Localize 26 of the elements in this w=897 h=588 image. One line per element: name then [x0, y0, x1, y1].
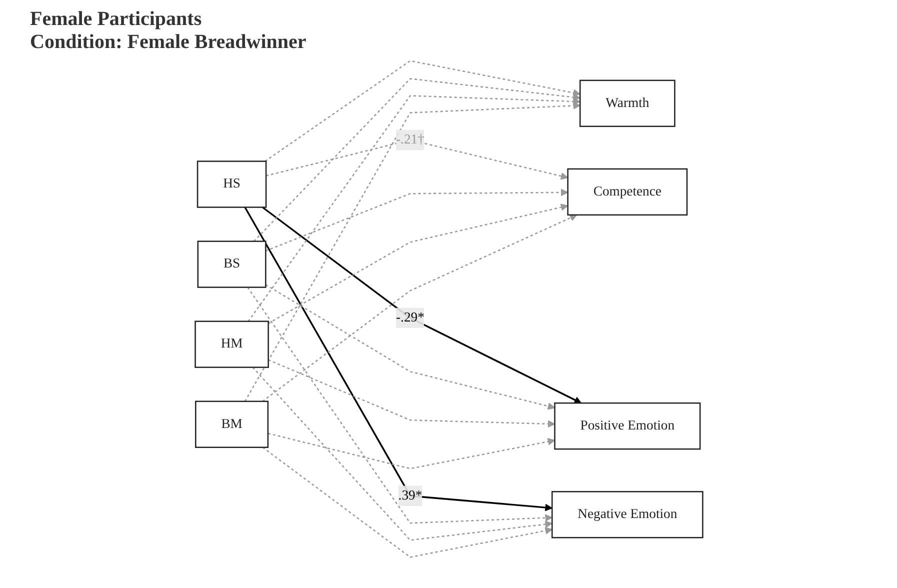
arrow: [244, 102, 580, 402]
edge-label: -.21†: [396, 132, 424, 147]
edge-label: -.29*: [396, 310, 424, 325]
edge-label: .39*: [398, 488, 422, 503]
condition-heading: Condition: Female Breadwinner: [30, 31, 308, 54]
arrow: [252, 78, 580, 242]
arrow: [264, 284, 555, 410]
node-box: BS: [196, 240, 266, 288]
node-box: Competence: [566, 168, 688, 216]
arrow: [268, 204, 568, 324]
arrow: [247, 95, 580, 322]
arrow: [264, 188, 568, 252]
arrow: [244, 206, 552, 512]
node-box: Positive Emotion: [554, 402, 700, 450]
node-box: HS: [196, 160, 266, 208]
arrow: [262, 446, 552, 558]
diagram-title: Female Participants: [30, 8, 203, 31]
node-box: Warmth: [578, 80, 675, 127]
arrow: [267, 432, 555, 470]
arrow: [268, 359, 555, 428]
node-box: BM: [194, 400, 268, 448]
arrow: [264, 60, 580, 162]
node-box: Negative Emotion: [551, 491, 703, 538]
arrow: [252, 366, 552, 541]
arrow: [246, 286, 552, 524]
node-box: HM: [194, 320, 268, 368]
